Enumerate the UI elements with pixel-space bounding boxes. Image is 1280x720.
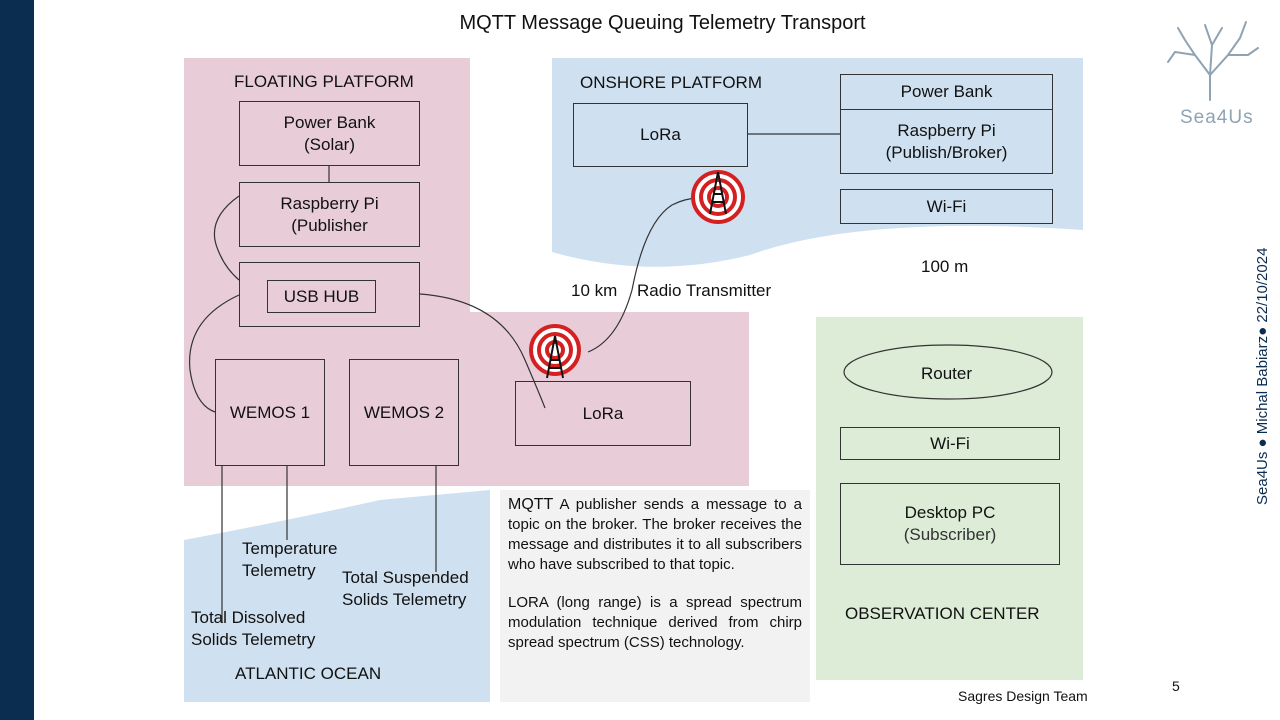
usb-hub-box: USB HUB (267, 280, 376, 313)
atlantic-ocean-region (184, 490, 490, 702)
lora-paragraph: LORA (long range) is a spread spectrum m… (508, 594, 802, 651)
desktop-pc-box: Desktop PC (Subscriber) (840, 483, 1060, 565)
radio-transmitter-label: Radio Transmitter (637, 281, 772, 300)
tds-line-2: Solids Telemetry (191, 630, 316, 649)
usb-hub-container (239, 262, 420, 327)
tss-line-2: Solids Telemetry (342, 590, 467, 609)
onshore-raspberry-label: Raspberry Pi (897, 120, 996, 140)
vertical-footer-text: Sea4Us ● Michal Babiarz● 22/10/2024 (1254, 247, 1271, 505)
onshore-platform-region (552, 58, 1083, 267)
desktop-pc-sublabel: (Subscriber) (903, 525, 997, 544)
onshore-platform-heading: ONSHORE PLATFORM (580, 73, 762, 92)
tss-telemetry-label: Total Suspended Solids Telemetry (342, 567, 469, 611)
mqtt-description: A publisher sends a message to a topic o… (508, 496, 802, 573)
tds-line-1: Total Dissolved (191, 608, 306, 627)
slide-title: MQTT Message Queuing Telemetry Transport (459, 12, 866, 34)
wemos-2-box: WEMOS 2 (349, 359, 459, 466)
raspberry-pi-label: Raspberry Pi (280, 193, 379, 213)
onshore-wifi-box: Wi-Fi (840, 189, 1053, 224)
onshore-distance-label: 100 m (921, 257, 969, 276)
credit-text: Sagres Design Team (958, 688, 1088, 704)
floating-platform-heading: FLOATING PLATFORM (234, 72, 414, 91)
raspberry-pi-publisher-box: Raspberry Pi (Publisher (239, 182, 420, 247)
tds-telemetry-label: Total Dissolved Solids Telemetry (191, 607, 315, 651)
temperature-line-1: Temperature (242, 539, 338, 558)
left-sidebar-bar (0, 0, 34, 720)
sea4us-coral-logo-icon (1167, 21, 1259, 101)
mqtt-term: MQTT (508, 496, 554, 513)
raspberry-pi-sublabel: (Publisher (291, 215, 368, 235)
router-ellipse (843, 344, 1053, 400)
temperature-telemetry-label: Temperature Telemetry (242, 538, 337, 582)
floating-platform-region-extension (470, 312, 749, 486)
mqtt-paragraph: MQTT A publisher sends a message to a to… (508, 495, 802, 575)
floating-radio-icon (529, 324, 581, 379)
observation-center-region (816, 317, 1083, 680)
atlantic-ocean-heading: ATLANTIC OCEAN (235, 664, 382, 683)
observation-wifi-box: Wi-Fi (840, 427, 1060, 460)
wemos-1-box: WEMOS 1 (215, 359, 325, 466)
floating-lora-box: LoRa (515, 381, 691, 446)
protocol-note: MQTT A publisher sends a message to a to… (500, 490, 810, 702)
power-bank-solar-box: Power Bank (Solar) (239, 101, 420, 166)
usb-to-wemos1-curve (188, 294, 240, 413)
raspberry-to-usb-curve (213, 195, 240, 281)
usb-to-lora-curve (419, 293, 546, 409)
tss-line-1: Total Suspended (342, 568, 469, 587)
page-number: 5 (1172, 678, 1180, 694)
onshore-lora-box: LoRa (573, 103, 748, 167)
radio-link-curve (587, 197, 706, 353)
power-bank-sublabel: (Solar) (303, 134, 355, 154)
desktop-pc-label: Desktop PC (904, 503, 996, 522)
onshore-raspberry-sublabel: (Publish/Broker) (885, 142, 1008, 162)
onshore-raspberry-pi-box: Raspberry Pi (Publish/Broker) (840, 109, 1053, 174)
temperature-line-2: Telemetry (242, 561, 316, 580)
router-label: Router (921, 364, 973, 383)
observation-center-heading: OBSERVATION CENTER (845, 604, 1040, 623)
onshore-radio-icon (691, 170, 745, 224)
link-distance-label: 10 km (571, 281, 618, 300)
logo-wordmark: Sea4Us (1180, 107, 1254, 128)
power-bank-label: Power Bank (283, 112, 376, 132)
